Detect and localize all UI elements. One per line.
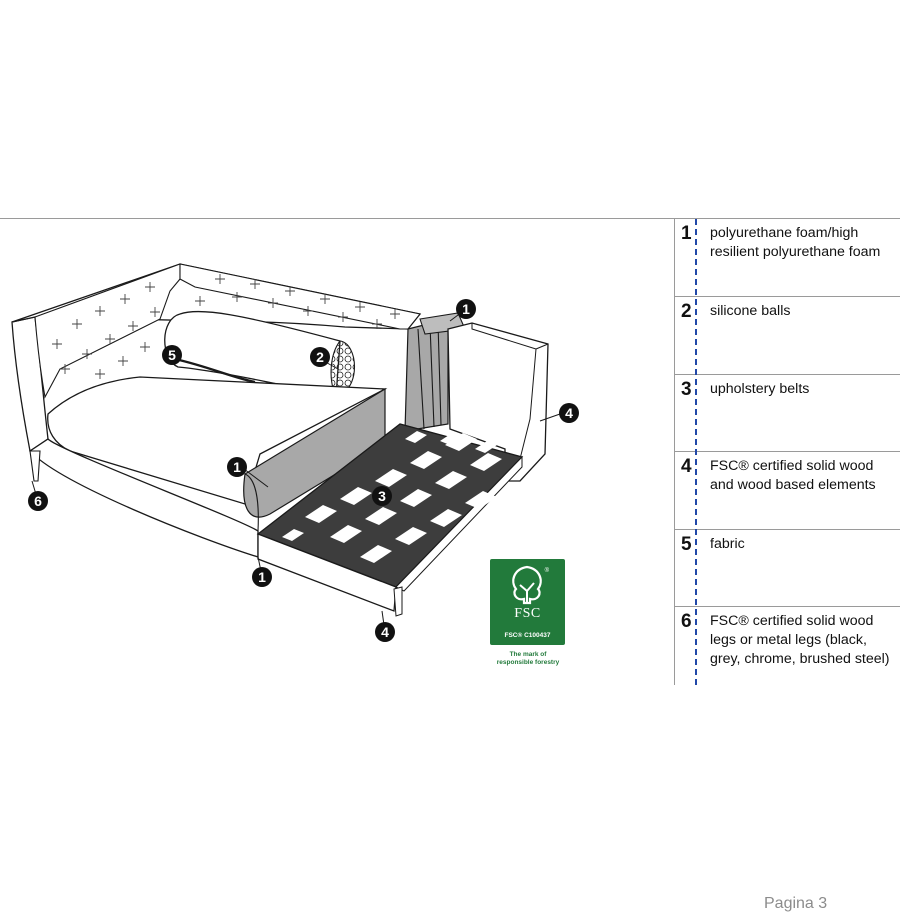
- sofa-exploded-diagram: 1 1 1 2 3 4 4 5: [0, 219, 672, 685]
- top-rule: [0, 218, 900, 219]
- fsc-tagline: The mark of responsible forestry: [484, 651, 572, 667]
- legend-number: 3: [681, 379, 692, 400]
- svg-text:5: 5: [168, 347, 176, 363]
- legend-row: 3 upholstery belts: [675, 375, 900, 452]
- svg-text:2: 2: [316, 349, 324, 365]
- callout-3: 3: [372, 486, 392, 506]
- back-face: [34, 263, 181, 399]
- legend-row: 2 silicone balls: [675, 297, 900, 375]
- right-leg: [393, 586, 403, 617]
- callout-4-seatframe: 4: [375, 622, 395, 642]
- legend-row: 5 fabric Pagina 3: [675, 530, 900, 912]
- legend-text: fabric: [710, 536, 745, 552]
- legend-number: 2: [681, 301, 692, 322]
- callout-layer: 1 1 1 2 3 4 4 5: [28, 299, 579, 642]
- legend-text: upholstery belts: [710, 381, 810, 397]
- tufting-pattern: [52, 274, 400, 379]
- page-label: Pagina 3: [764, 895, 828, 912]
- fsc-logo: ® FSC FSC® C100437: [490, 559, 565, 645]
- callout-1-seat: 1: [227, 457, 247, 477]
- svg-text:6: 6: [34, 493, 42, 509]
- legend-number: 4: [681, 456, 692, 477]
- fsc-registered-mark: ®: [544, 568, 549, 574]
- callout-2: 2: [310, 347, 330, 367]
- fsc-name: FSC: [514, 606, 541, 621]
- materials-legend: 1 polyurethane foam/high resilient polyu…: [674, 219, 900, 912]
- callout-6: 6: [28, 491, 48, 511]
- fsc-tagline-line-1: The mark of: [509, 651, 547, 658]
- upholstery-belt-gaps: [282, 431, 502, 563]
- callout-4-frame: 4: [559, 403, 579, 423]
- svg-text:1: 1: [233, 459, 241, 475]
- fsc-license-code: FSC® C100437: [504, 632, 551, 639]
- legend-row: 1 polyurethane foam/high resilient polyu…: [675, 219, 900, 297]
- seat-frame-front: [257, 533, 397, 612]
- bolster-strap: [174, 357, 256, 384]
- fsc-tree-icon: [512, 565, 542, 605]
- legend-row: 4 FSC® certified solid wood and wood bas…: [675, 452, 900, 530]
- legend-number: 6: [681, 611, 692, 632]
- fsc-tagline-line-2: responsible forestry: [496, 659, 560, 666]
- legend-dashed-divider: [695, 219, 697, 685]
- legend-number: 1: [681, 223, 692, 244]
- legend-text: FSC® certified solid wood legs or metal …: [710, 613, 890, 667]
- svg-text:4: 4: [565, 405, 573, 421]
- seat-top: [47, 376, 388, 505]
- legend-text: silicone balls: [710, 303, 791, 319]
- callout-5: 5: [162, 345, 182, 365]
- callout-1-back: 1: [456, 299, 476, 319]
- svg-text:1: 1: [258, 569, 266, 585]
- callout-1-front: 1: [252, 567, 272, 587]
- svg-text:1: 1: [462, 301, 470, 317]
- sofa-drawing: [11, 263, 561, 633]
- legend-text: FSC® certified solid wood and wood based…: [710, 458, 876, 493]
- back-upper-face: [179, 263, 421, 330]
- left-leg: [29, 450, 41, 482]
- svg-text:3: 3: [378, 488, 386, 504]
- legend-row: 6 FSC® certified solid wood legs or meta…: [675, 607, 900, 685]
- svg-text:4: 4: [381, 624, 389, 640]
- legend-text: polyurethane foam/high resilient polyure…: [710, 225, 881, 260]
- legend-number: 5: [681, 534, 692, 555]
